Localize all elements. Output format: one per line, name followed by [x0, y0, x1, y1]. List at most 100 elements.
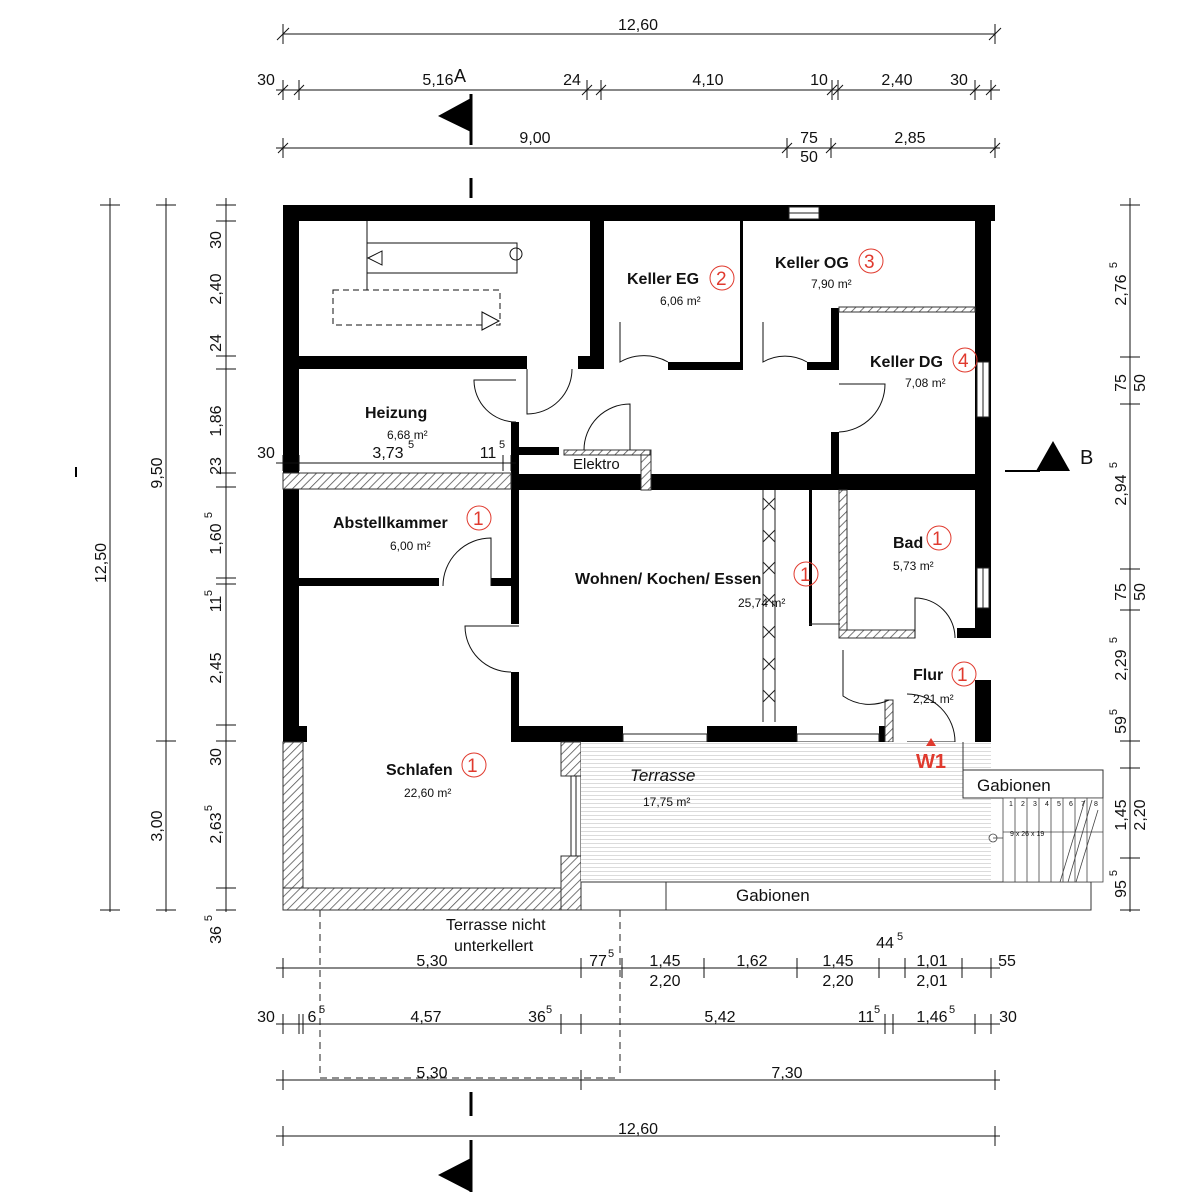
dim-left-row3-0: 30 [208, 231, 225, 249]
dim-right-1: 5 [1108, 262, 1120, 268]
w1-marker: W1 [916, 751, 946, 773]
section-a-letter: A [454, 66, 466, 86]
dim-left-row3-2: 24 [208, 334, 225, 352]
dim-bottom-row1-12: 55 [998, 953, 1016, 970]
room-keller-eg-name: Keller EG [627, 271, 699, 288]
dim-bottom-row1-4: 2,20 [649, 973, 680, 990]
dim-top-row2-3: 4,10 [692, 72, 723, 89]
dim-bottom-row2-11: 30 [999, 1009, 1017, 1026]
dim-left-row3-11: 2,63 [208, 812, 225, 843]
dim-right-10: 59 [1113, 716, 1130, 734]
room-abstellkammer-area: 6,00 m² [390, 539, 431, 553]
dim-left-row3-5: 1,60 [208, 523, 225, 554]
room-keller-dg-area: 7,08 m² [905, 376, 946, 390]
room-keller-eg-num: 2 [716, 269, 727, 290]
dim-top-row2-2: 24 [563, 72, 581, 89]
dim-top-row2-4: 10 [810, 72, 828, 89]
room-terrasse-name: Terrasse [630, 766, 696, 785]
dim-left-row3-7: 11 [208, 596, 225, 613]
dim-left-row3-6: 5 [203, 512, 215, 518]
dim-left-row3-10: 30 [208, 748, 225, 766]
section-mark-a-bottom [438, 1092, 473, 1192]
dim-right-14: 95 [1113, 880, 1130, 898]
room-keller-og-area: 7,90 m² [811, 277, 852, 291]
dim-right-4: 2,94 [1113, 474, 1130, 505]
dim-bottom-row2-1: 6 [308, 1009, 317, 1026]
dim-top-row2-5: 2,40 [881, 72, 912, 89]
dim-bottom-row2-8: 5 [874, 1004, 880, 1016]
dim-left-row2-0: 9,50 [149, 457, 166, 488]
dim-bottom-row2-3: 4,57 [410, 1009, 441, 1026]
dim-right-7: 50 [1132, 583, 1149, 601]
doors [442, 322, 956, 743]
stair-step-8: 8 [1094, 801, 1098, 808]
room-terrasse-area: 17,75 m² [643, 795, 690, 809]
dim-bottom-row2-9: 1,46 [916, 1009, 947, 1026]
dim-left-row3-9: 2,45 [208, 652, 225, 683]
dim-right-13: 2,20 [1132, 799, 1149, 830]
dim-left-row2-1: 3,00 [149, 810, 166, 841]
room-schlafen-area: 22,60 m² [404, 786, 451, 800]
stair-step-6: 6 [1069, 801, 1073, 808]
room-keller-dg-num: 4 [958, 351, 969, 372]
room-bad-name: Bad [893, 535, 923, 552]
dim-bottom-row1-11: 2,01 [916, 973, 947, 990]
room-schlafen-name: Schlafen [386, 762, 453, 779]
dim-right-8: 2,29 [1113, 649, 1130, 680]
room-bad-area: 5,73 m² [893, 559, 934, 573]
dim-right-3: 50 [1132, 374, 1149, 392]
right-dimensions: 2,76 5 75 50 2,94 5 75 50 2,29 5 59 5 1,… [1108, 198, 1149, 912]
dim-bottom-row1-5: 1,62 [736, 953, 767, 970]
kitchen-sliding-element [762, 490, 840, 722]
dim-right-12: 1,45 [1113, 799, 1130, 830]
room-wohnen-num: 1 [800, 565, 811, 586]
dim-right-9: 5 [1108, 637, 1120, 643]
room-heizung-area: 6,68 m² [387, 428, 428, 442]
dim-bottom-row1-7: 2,20 [822, 973, 853, 990]
room-keller-og-name: Keller OG [775, 255, 849, 272]
dim-left-row3-13: 36 [208, 926, 225, 944]
dim-heizung-2: 5 [408, 439, 414, 451]
room-keller-og-num: 3 [864, 252, 875, 273]
dim-top-row3-2: 50 [800, 149, 818, 166]
terrasse-area [580, 742, 1104, 911]
dim-bottom-row3-0: 5,30 [416, 1065, 447, 1082]
section-mark-a-top: A [438, 66, 473, 198]
room-flur-name: Flur [913, 667, 943, 684]
room-labels: Keller EG 2 6,06 m² Keller OG 3 7,90 m² … [333, 248, 1051, 955]
stair-step-3: 3 [1033, 801, 1037, 808]
outside-stairs [988, 797, 1104, 883]
dim-right-2: 75 [1113, 374, 1130, 392]
top-dimensions: 12,60 30 5,16 24 4,10 10 2,40 30 9,00 75… [257, 17, 1002, 166]
dim-bottom-row2-5: 5 [546, 1004, 552, 1016]
hatched-walls [282, 306, 976, 911]
terrasse-not-basement-outline [319, 910, 621, 1079]
room-wohnen-area: 25,74 m² [738, 596, 785, 610]
room-wohnen-name: Wohnen/ Kochen/ Essen [575, 571, 761, 588]
dim-left-row3-4: 23 [208, 457, 225, 475]
dim-bottom-row1-3: 1,45 [649, 953, 680, 970]
room-keller-eg-area: 6,06 m² [660, 294, 701, 308]
dim-right-5: 5 [1108, 462, 1120, 468]
dim-top-total: 12,60 [618, 17, 658, 34]
gabionen-bottom-label: Gabionen [736, 886, 810, 905]
dim-bottom-row1-9: 5 [897, 931, 903, 943]
dim-bottom-row2-4: 36 [528, 1009, 546, 1026]
dim-bottom-row1-10: 1,01 [916, 953, 947, 970]
dim-bottom-row2-0: 30 [257, 1009, 275, 1026]
dim-left-row3-1: 2,40 [208, 273, 225, 304]
room-abstellkammer-name: Abstellkammer [333, 515, 448, 532]
walls [283, 205, 995, 742]
room-keller-dg-name: Keller DG [870, 354, 943, 371]
heating-unit-symbol [332, 221, 523, 331]
dim-left-row3-8: 5 [203, 590, 215, 596]
room-abstellkammer-num: 1 [473, 509, 484, 530]
stair-step-2: 2 [1021, 801, 1025, 808]
dim-right-6: 75 [1113, 583, 1130, 601]
dim-bottom-row2-6: 5,42 [704, 1009, 735, 1026]
room-heizung-name: Heizung [365, 405, 427, 422]
dim-bottom-row2-2: 5 [319, 1004, 325, 1016]
dim-top-row3-0: 9,00 [519, 130, 550, 147]
dim-bottom-row2-10: 5 [949, 1004, 955, 1016]
dim-bottom-total: 12,60 [618, 1121, 658, 1138]
